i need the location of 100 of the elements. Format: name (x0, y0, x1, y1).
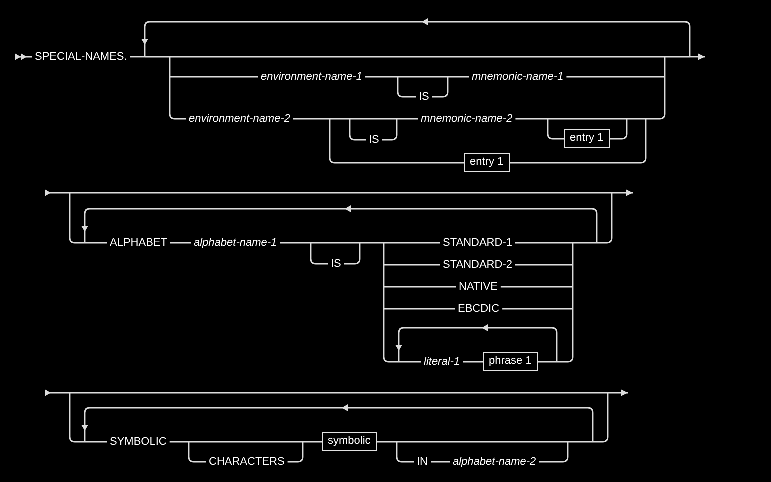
variable-label: mnemonic-name-1 (472, 70, 564, 84)
keyword-label: STANDARD-2 (443, 258, 512, 272)
reference-box: symbolic (322, 432, 377, 451)
syntax-line (130, 56, 145, 58)
variable-label: alphabet-name-2 (453, 456, 536, 468)
syntax-line (376, 441, 397, 443)
syntax-line (557, 309, 574, 363)
syntax-line (330, 118, 350, 120)
syntax-line (170, 242, 191, 244)
syntax-line (397, 441, 568, 443)
variable-label: mnemonic-name-2 (421, 112, 513, 126)
syntax-line (539, 442, 569, 463)
syntax-line (515, 264, 573, 266)
syntax-line (573, 242, 597, 244)
syntax-line (572, 287, 574, 309)
syntax-line (597, 193, 613, 244)
syntax-line (566, 76, 665, 78)
keyword-label: NATIVE (459, 280, 498, 294)
end-arrow (612, 190, 633, 196)
syntax-line (360, 242, 384, 244)
syntax-line (515, 242, 573, 244)
syntax-line (383, 265, 385, 287)
variable-label: literal-1 (424, 356, 460, 368)
variable-label: environment-name-2 (189, 112, 290, 126)
loop-arrow (82, 404, 594, 442)
start-arrow (45, 190, 70, 196)
syntax-line (448, 76, 469, 78)
keyword-label: IS (419, 90, 430, 104)
syntax-line (384, 264, 440, 266)
keyword-label: CHARACTERS (209, 456, 285, 468)
syntax-line (69, 393, 85, 443)
syntax-line (397, 118, 418, 120)
syntax-line (188, 442, 206, 463)
syntax-line (463, 361, 483, 363)
syntax-line (145, 56, 170, 58)
syntax-line (610, 119, 628, 140)
keyword-label: SYMBOLIC (110, 436, 167, 448)
syntax-line (664, 57, 666, 77)
syntax-line (366, 76, 398, 78)
syntax-line (288, 442, 304, 463)
syntax-line (170, 56, 665, 58)
syntax-line (665, 56, 690, 58)
syntax-line (432, 77, 449, 98)
syntax-line (85, 441, 107, 443)
start-arrow (45, 390, 70, 396)
syntax-line (502, 308, 573, 310)
syntax-line (349, 119, 366, 141)
syntax-line (568, 441, 593, 443)
syntax-line (398, 76, 448, 78)
syntax-line (500, 286, 573, 288)
syntax-line (510, 119, 647, 164)
syntax-line (170, 76, 258, 78)
syntax-line (189, 441, 303, 443)
syntax-line (383, 287, 385, 309)
variable-label: alphabet-name-1 (194, 236, 278, 250)
variable-label: environment-name-1 (261, 70, 362, 84)
syntax-line (516, 118, 548, 120)
syntax-line (85, 242, 107, 244)
syntax-line (383, 309, 399, 363)
loop-arrow (142, 18, 691, 57)
keyword-label: EBCDIC (458, 302, 500, 316)
keyword-label: STANDARD-1 (443, 236, 512, 250)
syntax-line (396, 442, 414, 463)
syntax-line (593, 393, 609, 443)
keyword-label: ALPHABET (110, 236, 168, 250)
syntax-line (548, 118, 627, 120)
reference-box: phrase 1 (483, 352, 538, 371)
syntax-line (169, 57, 171, 77)
syntax-line (303, 441, 322, 443)
keyword-label: IS (331, 258, 342, 270)
syntax-line (383, 243, 385, 265)
keyword-label: SPECIAL-NAMES. (35, 50, 128, 64)
syntax-line (310, 243, 328, 265)
end-arrow (608, 390, 628, 396)
keyword-label: IN (417, 456, 428, 468)
syntax-line (294, 118, 330, 120)
syntax-line (397, 77, 416, 98)
syntax-line (431, 461, 450, 463)
end-arrow (690, 54, 705, 60)
syntax-line (344, 243, 361, 265)
syntax-line (572, 265, 574, 287)
syntax-line (329, 119, 464, 164)
keyword-label: IS (369, 134, 380, 146)
loop-arrow (396, 324, 558, 362)
syntax-line (384, 308, 455, 310)
syntax-line (311, 242, 360, 244)
syntax-line (169, 77, 186, 120)
syntax-line (170, 441, 189, 443)
reference-box: entry 1 (464, 153, 510, 172)
syntax-line (547, 119, 564, 140)
syntax-line (399, 361, 421, 363)
syntax-line (280, 242, 311, 244)
start-arrow (15, 54, 32, 60)
syntax-line (382, 119, 398, 141)
syntax-line (350, 118, 397, 120)
syntax-line (572, 243, 574, 265)
syntax-line (646, 77, 666, 120)
loop-arrow (82, 206, 598, 243)
syntax-line (538, 361, 557, 363)
reference-box: entry 1 (564, 129, 610, 148)
